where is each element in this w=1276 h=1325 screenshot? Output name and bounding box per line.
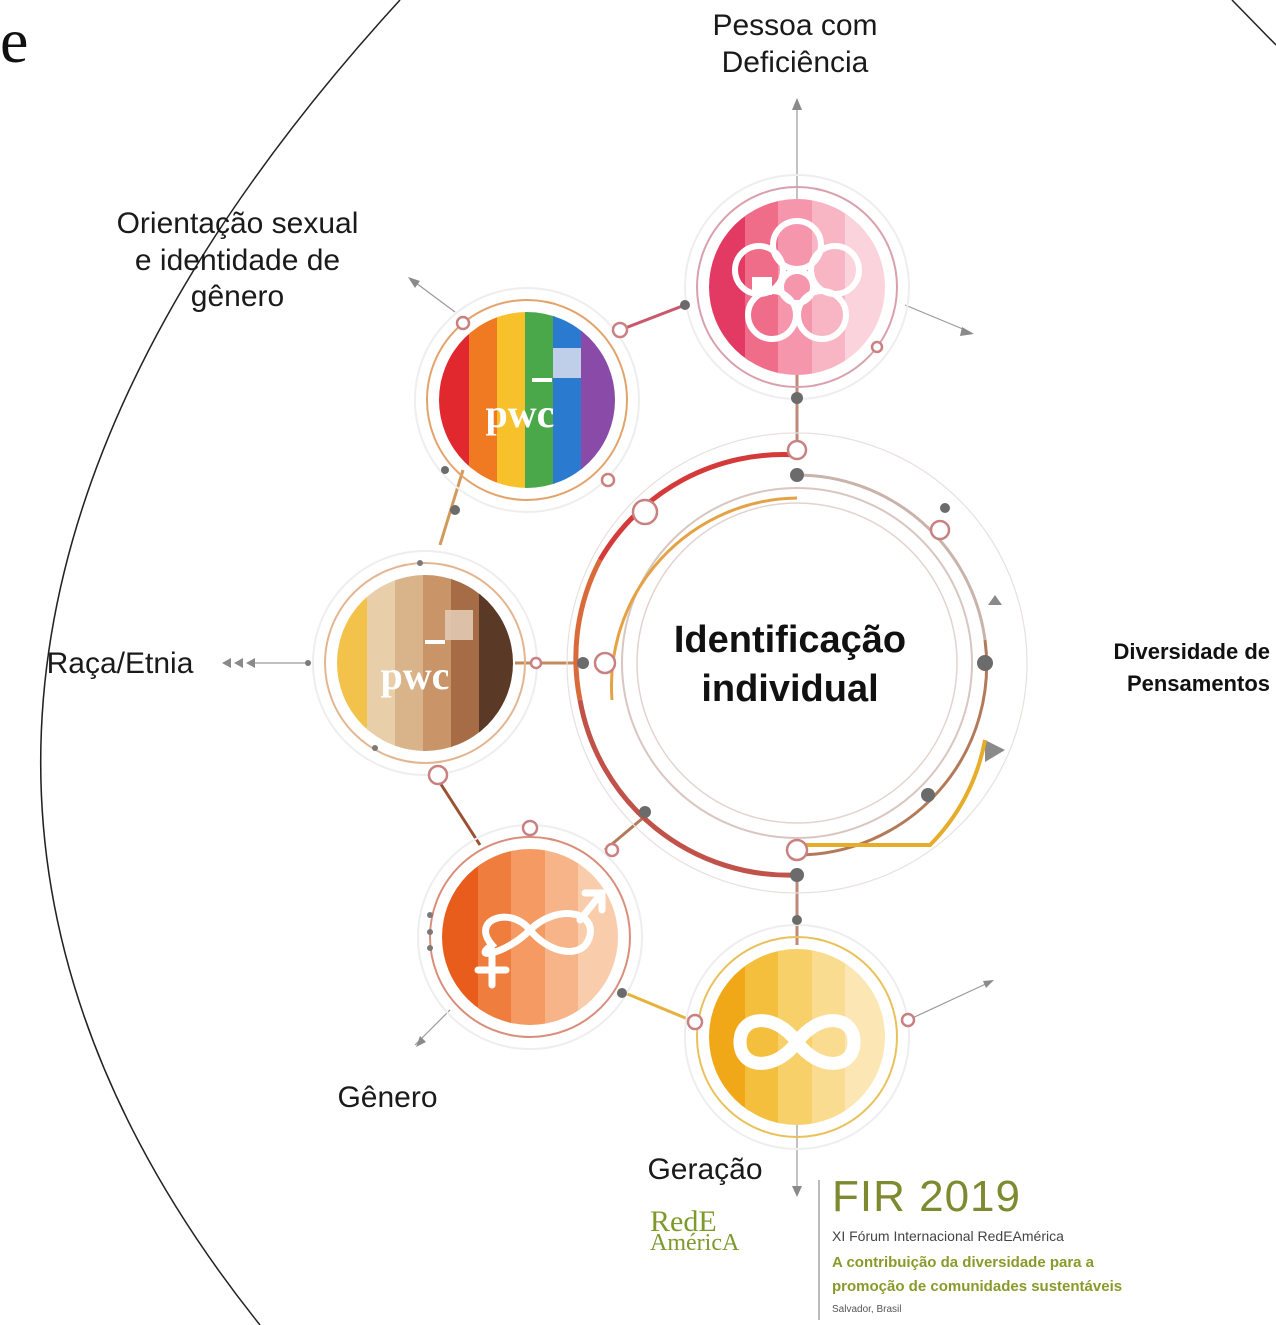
pwc-logo-raca: pwc (380, 653, 450, 698)
nodes (427, 300, 993, 1031)
icon-pessoa-deficiencia (709, 199, 885, 375)
label-line: Deficiência (721, 45, 869, 79)
label-line: e identidade de (134, 243, 341, 277)
fir-place: Salvador, Brasil (832, 1304, 902, 1315)
redeamerica-logo: RedE AméricA (650, 1205, 740, 1256)
fir-tagline-2: promoção de comunidades sustentáveis (832, 1278, 1123, 1295)
slide-arc (39, 0, 401, 1325)
slide-corner-text: e (0, 5, 29, 76)
icon-rings (312, 174, 910, 1150)
pwc-logo-orientacao: pwc (485, 391, 555, 436)
label-line: gênero (190, 280, 285, 314)
infinity-icon (733, 1014, 861, 1070)
label-genero: Gênero (337, 1081, 438, 1114)
label-raca-etnia: Raça/Etnia (46, 647, 194, 680)
label-line: Orientação sexual (116, 207, 359, 240)
fir-tagline-1: A contribuição da diversidade para a (832, 1254, 1095, 1271)
central-rings (566, 432, 1028, 894)
small-dots (305, 560, 433, 951)
slide-arc-right (1231, 0, 1276, 46)
fir-title: FIR 2019 (832, 1172, 1021, 1221)
label-pessoa-deficiencia: Pessoa com Deficiência (660, 8, 930, 81)
arrow-heads (222, 98, 1005, 1197)
label-orientacao-sexual: Orientação sexual e identidade de gênero (80, 206, 395, 316)
gender-symbol-icon (474, 889, 606, 989)
logo-red-line1: RedE (650, 1205, 717, 1238)
fir-subtitle: XI Fórum Internacional RedEAmérica (832, 1228, 1064, 1244)
label-line: Pessoa com (712, 9, 878, 42)
logo-divider (818, 1180, 820, 1320)
logo-red-line2: AméricA (650, 1230, 740, 1256)
label-geracao: Geração (647, 1153, 763, 1186)
person-square-icon (752, 277, 772, 295)
center-label-line2: individual (701, 667, 879, 710)
diversidade-label-line2: Pensamentos (1126, 670, 1270, 696)
diversidade-label-line1: Diversidade de (1113, 639, 1270, 664)
center-label: Identificação individual (640, 616, 940, 713)
center-label-line1: Identificação (673, 619, 907, 661)
diversidade-label: Diversidade de Pensamentos (1030, 636, 1270, 700)
